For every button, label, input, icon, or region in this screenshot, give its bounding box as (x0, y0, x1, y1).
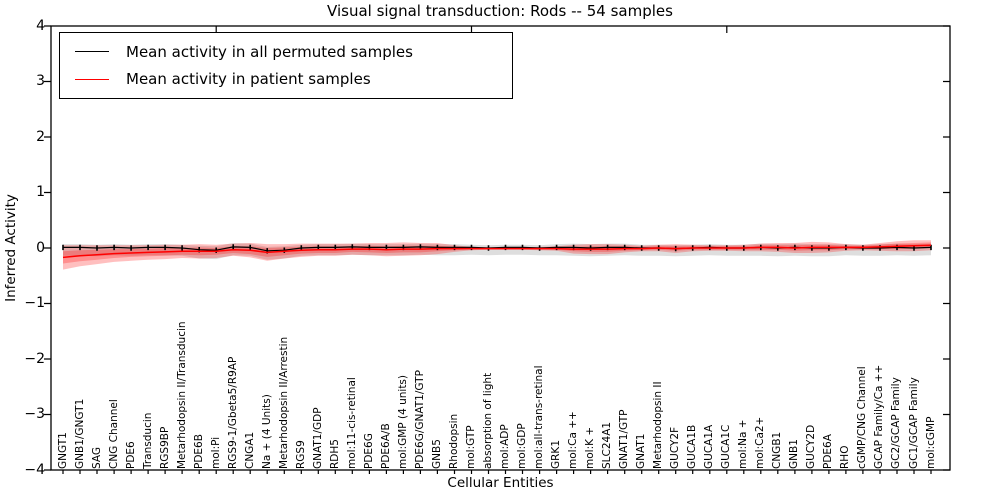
x-tick-label: PDE6 (124, 441, 137, 469)
x-tick-label: GUCY2D (805, 424, 818, 469)
x-tick-label: mol:cGMP (924, 416, 937, 469)
x-tick-label: GNAT1 (635, 433, 648, 469)
y-tick-label: 1 (36, 184, 45, 200)
x-tick-label: Metarhodopsin II/Transducin (175, 321, 188, 469)
y-tick-label: 0 (36, 239, 45, 256)
x-tick-label: RGS9 (294, 440, 307, 469)
legend-label: Mean activity in patient samples (126, 70, 371, 89)
chart-title: Visual signal transduction: Rods -- 54 s… (327, 2, 673, 20)
x-tick-label: mol:Na + (737, 419, 750, 469)
x-tick-label: RHO (839, 445, 852, 469)
x-tick-label: GUCA1C (720, 424, 733, 469)
patient-line-swatch-icon (75, 78, 109, 80)
y-tick-label: −2 (24, 350, 45, 367)
legend-entry-permuted: Mean activity in all permuted samples (60, 43, 512, 61)
x-tick-label: Metarhodopsin II/Arrestin (277, 336, 290, 469)
y-tick-label: 3 (36, 73, 45, 89)
x-tick-label: PDE6A (822, 434, 835, 469)
legend-entry-patient: Mean activity in patient samples (60, 70, 512, 88)
x-tick-label: Metarhodopsin II (652, 381, 665, 469)
x-tick-label: CNG Channel (107, 399, 120, 469)
x-tick-label: GNB1 (788, 439, 801, 469)
x-tick-label: GUCY2F (669, 426, 682, 469)
permuted-line-swatch-icon (75, 51, 109, 53)
x-tick-label: CNGB1 (771, 431, 784, 469)
x-tick-label: SAG (90, 447, 103, 469)
x-tick-label: Rhodopsin (447, 413, 460, 469)
x-tick-label: RGS9-1/Gbeta5/R9AP (226, 356, 239, 469)
x-tick-label: GNGT1 (56, 432, 69, 469)
y-tick-label: −1 (24, 295, 45, 311)
x-tick-label: PDE6B (192, 434, 205, 469)
x-tick-label: GNAT1/GDP (311, 407, 324, 469)
x-tick-label: mol:11-cis-retinal (345, 377, 358, 469)
x-tick-label: GNAT1/GTP (618, 409, 631, 470)
legend-label: Mean activity in all permuted samples (126, 42, 413, 61)
x-tick-label: GRK1 (550, 440, 563, 469)
x-tick-label: RDH5 (328, 439, 341, 469)
x-tick-label: mol:Ca2+ (754, 416, 767, 469)
x-tick-label: PDE6A/B (379, 423, 392, 469)
x-tick-label: GNB1/GNGT1 (73, 398, 86, 469)
x-tick-label: GC1/GCAP Family (907, 377, 920, 469)
legend: Mean activity in all permuted samples Me… (59, 32, 513, 99)
x-tick-label: PDE6G/GNAT1/GTP (413, 370, 426, 469)
x-tick-label: GC2/GCAP Family (890, 377, 903, 469)
y-tick-label: −4 (24, 461, 45, 478)
x-tick-label: RGS9BP (158, 426, 171, 469)
x-tick-label: absorption of light (482, 372, 494, 469)
axis-ticks (44, 25, 950, 474)
y-tick-label: 2 (36, 128, 45, 145)
x-tick-label: mol:GMP (4 units) (396, 375, 409, 469)
x-tick-label: CNGA1 (243, 431, 256, 469)
x-tick-label: PDE6G (362, 433, 375, 469)
patient-mean-line (62, 244, 932, 259)
x-tick-label: GNB5 (430, 439, 443, 469)
x-tick-label: GCAP Family/Ca ++ (873, 364, 886, 469)
x-tick-label: mol:GTP (464, 425, 477, 469)
x-tick-label: mol:Ca ++ (567, 411, 580, 469)
x-tick-label: mol:all-trans-retinal (533, 365, 546, 469)
x-tick-label: mol:ADP (499, 424, 512, 469)
x-tick-label: GUCA1A (703, 424, 716, 469)
y-tick-label: −3 (24, 406, 45, 422)
x-tick-label: mol:K + (584, 426, 597, 469)
x-tick-label: mol:Pi (209, 436, 222, 469)
y-tick-label: 4 (36, 17, 45, 34)
x-tick-label: GUCA1B (686, 424, 699, 469)
x-tick-label: Na + (4 Units) (260, 394, 273, 469)
x-axis-label: Cellular Entities (447, 475, 554, 491)
x-tick-label: Transducin (141, 412, 154, 469)
x-tick-label: mol:GDP (516, 423, 529, 469)
x-tick-label: SLC24A1 (601, 421, 614, 469)
x-tick-label: cGMP/CNG Channel (856, 366, 869, 469)
